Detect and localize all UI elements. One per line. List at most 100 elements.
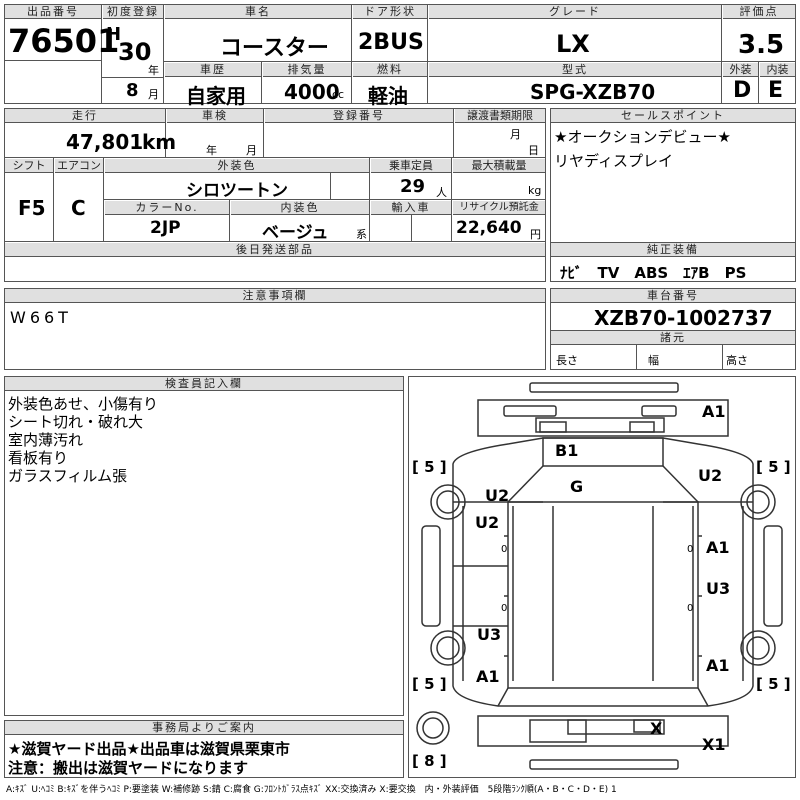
fuel-cell (352, 62, 428, 104)
model: SPG-XZB70 (530, 80, 656, 104)
fuel: 軽油 (368, 84, 408, 108)
door-type: 2BUS (358, 30, 424, 55)
tire-depth-rear-left: [ 5 ] (412, 675, 447, 693)
insp-month-unit: 月 (246, 144, 257, 157)
lot-no-label: 出品番号 (5, 5, 101, 19)
height-label: 高さ (726, 354, 748, 367)
damage-a1-front: A1 (702, 402, 726, 421)
int-color-label: 内装色 (231, 201, 369, 215)
damage-b1: B1 (555, 441, 579, 460)
grade-cell (428, 4, 722, 62)
damage-u2-left-b: U2 (475, 513, 500, 532)
inspection-cell (166, 108, 264, 158)
ac: C (71, 196, 86, 220)
displacement-label: 排気量 (263, 63, 351, 77)
shift-cell (4, 158, 54, 242)
displacement-unit: cc (332, 88, 345, 101)
sales-point-label: セールスポイント (551, 109, 795, 123)
equipment-label: 純正装備 (551, 243, 795, 257)
transfer-label: 譲渡書類期限 (455, 109, 545, 123)
sales-point-line: リヤディスプレイ (554, 152, 673, 170)
inspection-label: 車検 (167, 109, 263, 123)
int-color: ベージュ (262, 223, 329, 243)
color-label: 外装色 (105, 159, 369, 173)
car-name-cell (164, 4, 352, 62)
recycle-cell (452, 200, 546, 242)
exterior-cell (722, 62, 759, 104)
mileage: 47,801 (66, 130, 144, 154)
car-name: コースター (220, 36, 329, 61)
tire-depth-spare: [ 8 ] (412, 752, 447, 770)
details-block (4, 108, 546, 282)
damage-a1-right: A1 (706, 538, 730, 557)
interior-cell (759, 62, 796, 104)
import-label: 輸入車 (371, 201, 451, 215)
equipment: ﾅﾋﾞ TV ABS ｴｱB PS (560, 264, 747, 282)
width-label: 幅 (648, 354, 659, 367)
month-unit: 月 (148, 88, 159, 101)
later-parts-label: 後日発送部品 (5, 243, 545, 257)
reg-no-label: 登録番号 (265, 109, 453, 123)
color-no-label: カラーNo. (105, 201, 229, 215)
history: 自家用 (186, 84, 246, 108)
shift-label: シフト (5, 159, 53, 173)
office-line: ★滋賀ヤード出品★出品車は滋賀県栗東市 (8, 740, 290, 758)
damage-x1: X1 (702, 735, 726, 754)
damage-a1-right-rear: A1 (706, 656, 730, 675)
office-label: 事務局よりご案内 (5, 721, 403, 735)
tire-depth-front-right: [ 5 ] (756, 458, 791, 476)
inspector-line: 室内薄汚れ (8, 431, 84, 449)
score: 3.5 (738, 30, 785, 60)
zero-mark: 0 (687, 603, 694, 614)
diagram-box (408, 376, 796, 778)
capacity: 29 (400, 176, 426, 197)
insp-year-unit: 年 (206, 144, 217, 157)
caution-text: W66T (10, 308, 72, 327)
inspector-line: 外装色あせ、小傷有り (8, 395, 159, 413)
inspector-box (4, 376, 404, 716)
office-line: 注意：搬出は滋賀ヤードになります (8, 759, 249, 777)
transfer-cell (454, 108, 546, 158)
shift: F5 (18, 196, 46, 220)
capacity-unit: 人 (436, 186, 447, 199)
tire-depth-rear-right: [ 5 ] (756, 675, 791, 693)
chassis-no: XZB70-1002737 (594, 306, 773, 330)
damage-u3-right: U3 (706, 579, 731, 598)
sales-point-box (550, 108, 796, 282)
lot-no-cell (4, 4, 102, 104)
color-no: 2JP (150, 218, 181, 238)
score-cell (722, 4, 796, 62)
damage-x-rear: X (650, 719, 663, 738)
mileage-label: 走行 (5, 109, 165, 123)
car-name-label: 車名 (165, 5, 351, 19)
transfer-month-unit: 月 (510, 128, 521, 141)
model-label: 型式 (429, 63, 721, 77)
grade: LX (556, 30, 590, 58)
capacity-cell (370, 158, 452, 200)
lot-no: 76501 (8, 22, 120, 60)
reg-year: 30 (118, 38, 152, 66)
fuel-label: 燃料 (353, 63, 427, 77)
vehicle-diagram (416, 382, 783, 770)
max-load-unit: kg (528, 184, 542, 197)
int-color-unit: 系 (356, 228, 367, 241)
inspector-line: ガラスフィルム張 (8, 467, 128, 485)
tire-depth-front-left: [ 5 ] (412, 458, 447, 476)
zero-mark: 0 (687, 544, 694, 555)
damage-u2-right: U2 (698, 466, 723, 485)
year-unit: 年 (148, 64, 159, 77)
recycle-unit: 円 (530, 228, 541, 241)
door-cell (352, 4, 428, 62)
grade-label: グレード (429, 5, 721, 19)
caution-label: 注意事項欄 (5, 289, 545, 303)
inspector-label: 検査員記入欄 (5, 377, 403, 391)
mileage-unit: km (142, 130, 177, 154)
inspector-line: 看板有り (8, 449, 69, 467)
score-label: 評価点 (723, 5, 795, 19)
displacement: 4000 (284, 80, 340, 104)
exterior-label: 外装 (723, 63, 758, 77)
interior-label: 内装 (760, 63, 795, 77)
caution-box (4, 288, 546, 370)
legend: A:ｷｽﾞ U:ﾍｺﾐ B:ｷｽﾞを伴うﾍｺﾐ P:要塗装 W:補修跡 S:錆 … (6, 785, 617, 795)
ac-cell (54, 158, 104, 242)
